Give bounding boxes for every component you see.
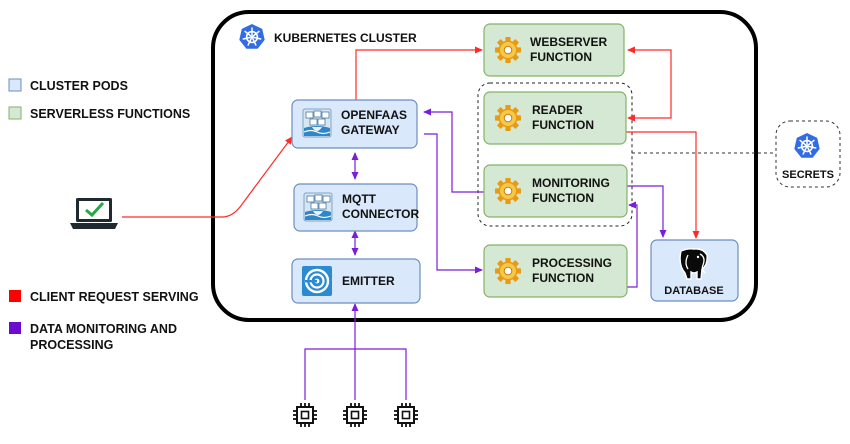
sensor-chip-icon bbox=[292, 402, 318, 428]
client-to-gateway-arrow bbox=[122, 136, 293, 218]
sensor-chip-icon bbox=[342, 402, 368, 428]
legend-data-monitoring-line2: PROCESSING bbox=[30, 338, 113, 352]
reader-function[interactable]: READER FUNCTION bbox=[483, 91, 627, 145]
legend-client-request: CLIENT REQUEST SERVING bbox=[30, 290, 199, 304]
database-label: DATABASE bbox=[664, 285, 723, 297]
emitter-label: EMITTER bbox=[342, 274, 395, 288]
legend-serverless-functions: SERVERLESS FUNCTIONS bbox=[30, 107, 190, 121]
sensor-chip-icon bbox=[393, 402, 419, 428]
monitoring-function[interactable]: MONITORING FUNCTION bbox=[483, 164, 628, 218]
mqtt-connector-icon bbox=[303, 192, 333, 222]
gateway-label-line1: OPENFAAS bbox=[341, 108, 407, 122]
postgresql-elephant-icon bbox=[679, 248, 708, 280]
monitoring-to-database-arrow bbox=[627, 185, 667, 238]
database-pod[interactable]: DATABASE bbox=[650, 239, 739, 302]
legend: CLUSTER PODS SERVERLESS FUNCTIONS CLIENT… bbox=[8, 78, 199, 352]
secrets-label: SECRETS bbox=[782, 169, 834, 181]
legend-swatch-cluster-pods bbox=[8, 78, 22, 92]
processing-function[interactable]: PROCESSING FUNCTION bbox=[483, 244, 628, 298]
cluster-title: KUBERNETES CLUSTER bbox=[274, 31, 417, 45]
legend-cluster-pods: CLUSTER PODS bbox=[30, 79, 128, 93]
monitoring-gear-icon bbox=[494, 177, 522, 205]
purple-connectors bbox=[304, 108, 667, 400]
emitter-pod[interactable]: EMITTER bbox=[291, 258, 421, 304]
reader-label-line1: READER bbox=[532, 103, 583, 117]
reader-label-line2: FUNCTION bbox=[532, 118, 594, 132]
reader-to-database-arrow bbox=[626, 131, 700, 239]
reader-gear-icon bbox=[494, 104, 522, 132]
monitoring-label-line2: FUNCTION bbox=[532, 191, 594, 205]
legend-data-monitoring-line1: DATA MONITORING AND bbox=[30, 322, 177, 336]
processing-label-line2: FUNCTION bbox=[532, 271, 594, 285]
webserver-function[interactable]: WEBSERVER FUNCTION bbox=[483, 23, 625, 77]
legend-swatch-client-request bbox=[9, 290, 21, 302]
webserver-gear-icon bbox=[494, 36, 522, 64]
gateway-to-webserver-arrow bbox=[355, 46, 483, 100]
processing-gear-icon bbox=[494, 257, 522, 285]
red-connectors bbox=[122, 46, 700, 239]
monitoring-to-gateway-arrow bbox=[423, 108, 484, 193]
processing-to-monitoring-arrow bbox=[627, 201, 638, 288]
webserver-label-line1: WEBSERVER bbox=[530, 35, 607, 49]
mqtt-label-line2: CONNECTOR bbox=[342, 207, 419, 221]
processing-label-line1: PROCESSING bbox=[532, 256, 612, 270]
legend-swatch-serverless bbox=[8, 106, 22, 120]
monitoring-label-line1: MONITORING bbox=[532, 176, 610, 190]
webserver-label-line2: FUNCTION bbox=[530, 50, 592, 64]
openfaas-gateway-pod[interactable]: OPENFAAS GATEWAY bbox=[291, 99, 418, 149]
mqtt-label-line1: MQTT bbox=[342, 192, 377, 206]
openfaas-icon bbox=[302, 108, 332, 138]
legend-swatch-data-monitoring bbox=[9, 322, 21, 334]
client-laptop-icon bbox=[70, 198, 118, 229]
gateway-to-processing-arrow bbox=[424, 133, 483, 274]
function-group-dashed bbox=[477, 82, 633, 227]
emitter-icon bbox=[302, 266, 332, 296]
mqtt-connector-pod[interactable]: MQTT CONNECTOR bbox=[293, 183, 419, 232]
secrets-box[interactable]: SECRETS bbox=[775, 120, 841, 188]
kubernetes-cluster-box bbox=[211, 10, 758, 322]
reader-to-webserver-arrow bbox=[627, 46, 672, 91]
sensor-bus bbox=[304, 348, 407, 400]
gateway-label-line2: GATEWAY bbox=[341, 123, 400, 137]
webserver-to-reader-arrow bbox=[627, 91, 672, 122]
